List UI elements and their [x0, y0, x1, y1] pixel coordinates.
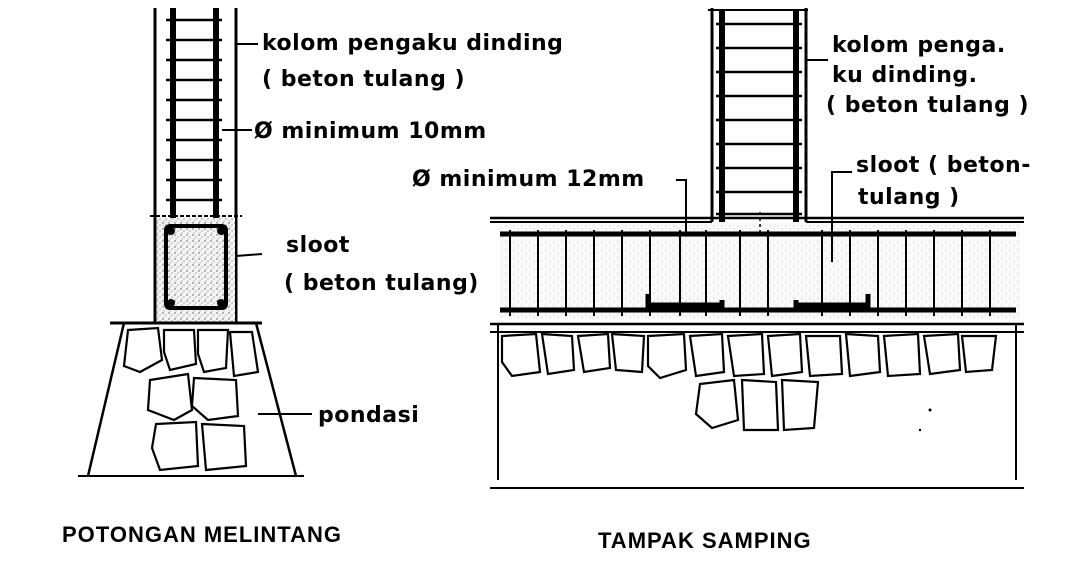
cross-section-drawing: kolom pengaku dinding ( beton tulang ) Ø…: [62, 8, 563, 547]
left-sloof: [157, 218, 235, 322]
left-column-label-2: ( beton tulang ): [262, 67, 465, 92]
leader-sloof: [235, 253, 263, 257]
left-sloof-label-1: sloot: [286, 233, 350, 258]
left-foundation-label: pondasi: [318, 403, 419, 428]
right-caption: TAMPAK SAMPING: [598, 528, 812, 553]
right-sloof-label-1: sloot ( beton-: [856, 153, 1031, 178]
right-leader-sloof: [831, 171, 852, 262]
side-view-drawing: kolom penga. ku dinding. ( beton tulang …: [412, 8, 1031, 553]
left-column-label-1: kolom pengaku dinding: [262, 31, 563, 56]
left-caption: POTONGAN MELINTANG: [62, 522, 342, 547]
left-foundation: [78, 321, 304, 477]
right-foundation: [490, 324, 1024, 489]
right-column-label-3: ( beton tulang ): [826, 93, 1029, 118]
left-bar-label: Ø minimum 10mm: [254, 119, 487, 144]
right-column-label-2: ku dinding.: [832, 63, 977, 88]
right-bar-label: Ø minimum 12mm: [412, 167, 645, 192]
right-column-label-1: kolom penga.: [832, 33, 1006, 58]
right-sloof-label-2: tulang ): [858, 185, 960, 210]
right-sloof: [490, 212, 1024, 326]
right-leader-bar: [676, 179, 687, 232]
left-sloof-label-2: ( beton tulang): [284, 271, 479, 296]
left-column: [150, 8, 242, 322]
